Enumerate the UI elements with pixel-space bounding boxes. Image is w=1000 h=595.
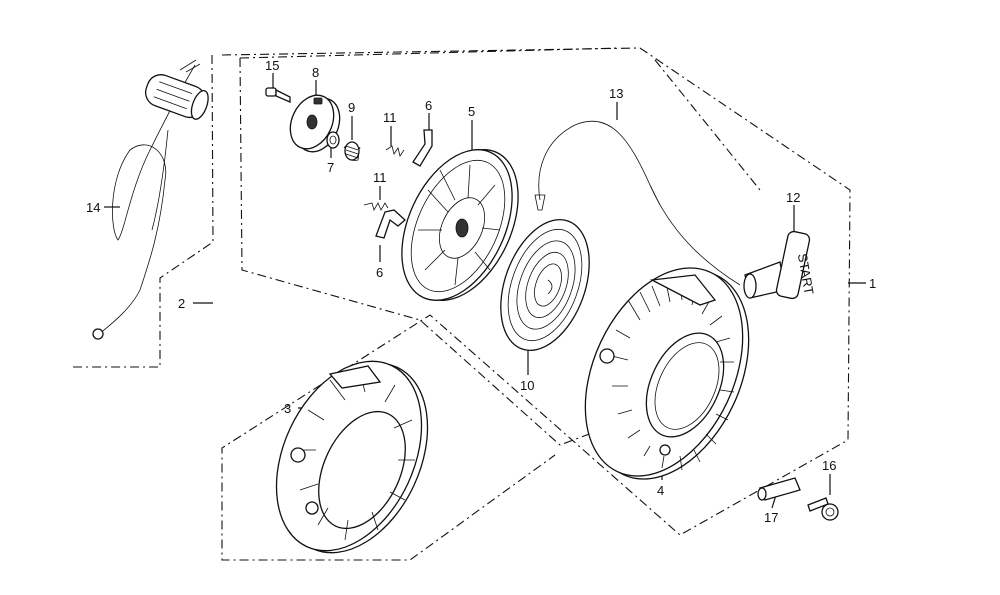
callout-13: 13 [609,86,623,101]
part-12-handle: START [743,230,817,300]
part-11b-spring [363,202,389,212]
callout-14: 14 [86,200,100,215]
assembly-boundary-inner [239,57,641,446]
callout-17: 17 [764,510,778,525]
callout-12: 12 [786,190,800,205]
part-13-rope [534,120,741,286]
assembly-boundary-right [654,59,761,191]
part-14-cable [92,59,209,340]
part-7-washer [326,131,340,149]
part-17-collar [757,477,801,501]
callout-1: 1 [869,276,876,291]
callout-11a: 11 [383,110,397,125]
callout-2: 2 [178,296,185,311]
callout-10: 10 [520,378,534,393]
part-3-flange [275,360,429,554]
assembly-boundary-top [239,47,621,59]
callout-8: 8 [312,65,319,80]
callout-6b: 6 [376,265,383,280]
part-9-spring [343,141,361,161]
part-16-bolt [807,497,839,521]
handle-text: START [795,252,817,295]
callout-15: 15 [265,58,279,73]
callout-5: 5 [468,104,475,119]
part-15-bolt [265,87,291,103]
part-4-case [584,267,750,480]
part-5-reel [401,149,519,301]
part-10-spiral-spring [500,219,590,351]
callout-11b: 11 [373,170,387,185]
callout-9: 9 [348,100,355,115]
callout-3: 3 [284,401,291,416]
callout-6a: 6 [425,98,432,113]
callout-16: 16 [822,458,836,473]
part-6b-pawl [375,209,406,239]
assembly-boundary-2 [72,54,214,368]
part-6a-pawl [412,129,433,167]
part-11a-spring [385,145,405,157]
part-8-cam [289,94,341,153]
callout-4: 4 [657,483,664,498]
callout-7: 7 [327,160,334,175]
assembly-boundary-1 [221,47,851,561]
